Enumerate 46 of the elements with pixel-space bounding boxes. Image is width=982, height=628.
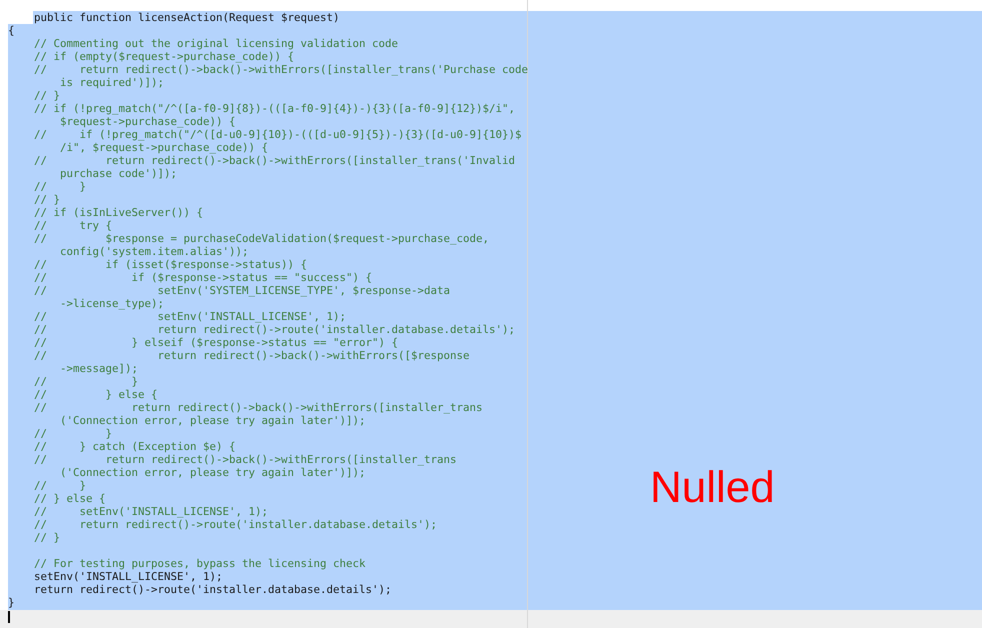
code-comment: $request->purchase_code)) { [59, 115, 236, 128]
code-comment: // if (isset($response->status)) { [33, 258, 308, 271]
code-comment: // } elseif ($response->status == "error") { [33, 336, 398, 349]
code-comment: // } catch (Exception $e) { [33, 440, 236, 453]
code-comment: ->license_type); [59, 297, 164, 310]
code-comment: // if (!preg_match("/^([d-u0-9]{10})-(([d-u0-9]{5})-){3}([d-u0-9]{10})$ [33, 128, 522, 141]
code-comment: // return redirect()->back()->withErrors([$response [33, 349, 470, 362]
code-line: { [8, 24, 15, 37]
code-comment: // try { [33, 219, 112, 232]
code-comment: purchase code')]); [59, 167, 178, 180]
code-comment: // } [33, 375, 138, 388]
code-comment: is required')]); [59, 76, 164, 89]
code-comment: // } else { [33, 388, 158, 401]
code-line: setEnv('INSTALL_LICENSE', 1); [33, 570, 223, 583]
code-comment: // $response = purchaseCodeValidation($request->purchase_code, [33, 232, 490, 245]
code-comment: ('Connection error, please try again later')]); [59, 466, 366, 479]
code-comment: // if (isInLiveServer()) { [33, 206, 204, 219]
code-comment: // For testing purposes, bypass the licensing check [33, 557, 366, 570]
code-comment: // } [33, 180, 86, 193]
code-comment: // return redirect()->back()->withErrors([installer_trans [33, 453, 457, 466]
code-comment: // setEnv('INSTALL_LICENSE', 1); [33, 505, 268, 518]
code-comment: // setEnv('INSTALL_LICENSE', 1); [33, 310, 346, 323]
code-comment: // return redirect()->back()->withErrors([installer_trans('Invalid [33, 154, 516, 167]
code-comment: // if ($response->status == "success") { [33, 271, 372, 284]
code-comment: ('Connection error, please try again later')]); [59, 414, 366, 427]
code-comment: // } [33, 479, 86, 492]
code-comment: // if (!preg_match("/^([a-f0-9]{8})-(([a-f0-9]{4})-){3}([a-f0-9]{12})$/i", [33, 102, 516, 115]
code-comment: ->message]); [59, 362, 138, 375]
code-comment: // return redirect()->back()->withErrors([installer_trans [33, 401, 483, 414]
code-comment: config('system.item.alias')); [59, 245, 249, 258]
code-comment: // if (empty($request->purchase_code)) { [33, 50, 294, 63]
code-comment: // return redirect()->route('installer.database.details'); [33, 323, 516, 336]
code-comment: // setEnv('SYSTEM_LICENSE_TYPE', $response->data [33, 284, 450, 297]
code-comment: // } [33, 89, 60, 102]
code-comment: // return redirect()->back()->withErrors([installer_trans('Purchase code [33, 63, 528, 76]
code-comment: // } [33, 193, 60, 206]
code-comment: // return redirect()->route('installer.database.details'); [33, 518, 438, 531]
code-line: } [8, 596, 15, 609]
code-comment: // } else { [33, 492, 106, 505]
code-line: return redirect()->route('installer.database.details'); [33, 583, 392, 596]
code-comment: // } [33, 531, 60, 544]
code-comment: /i", $request->purchase_code)) { [59, 141, 268, 154]
code-line: public function licenseAction(Request $request) [33, 11, 340, 24]
stamp-text: Nulled [650, 462, 775, 514]
code-comment: // Commenting out the original licensing validation code [33, 37, 398, 50]
code-comment: // } [33, 427, 112, 440]
